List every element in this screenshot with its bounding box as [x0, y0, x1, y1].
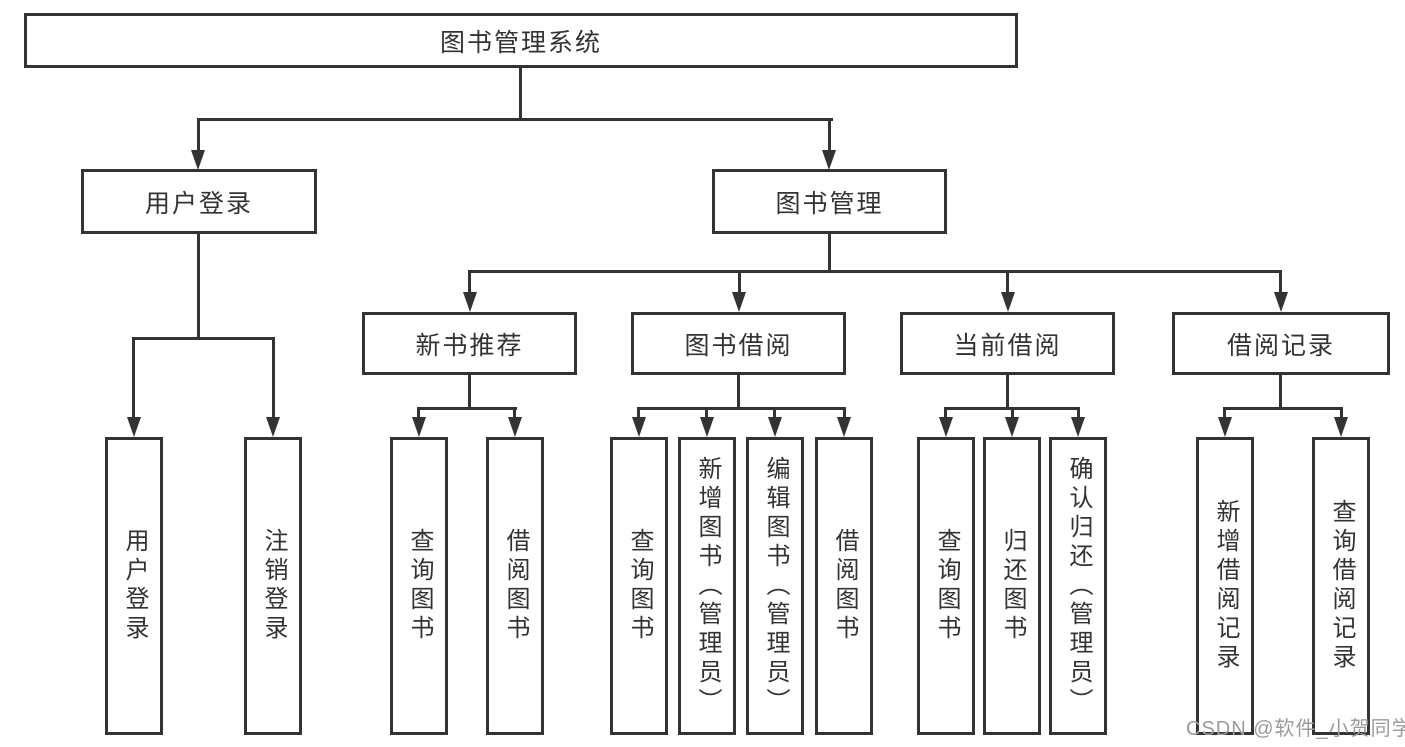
node-current-borrowing: 当前借阅: [900, 312, 1115, 375]
connector-line: [417, 407, 420, 421]
leaf-return-books: 归还图书: [983, 437, 1041, 735]
connector-line: [828, 234, 831, 273]
leaf-label: 确认归还（管理员）: [1065, 455, 1092, 717]
leaf-label: 归还图书: [999, 528, 1026, 644]
connector-line: [1223, 407, 1343, 410]
connector-line: [737, 375, 740, 410]
leaf-user-login: 用户登录: [105, 437, 163, 735]
leaf-label: 借阅图书: [502, 528, 529, 644]
arrow-down-icon: [127, 417, 141, 437]
connector-line: [1006, 270, 1009, 296]
leaf-query-books-borrowing: 查询图书: [610, 437, 668, 735]
connector-line: [519, 66, 522, 120]
node-borrowing-records: 借阅记录: [1172, 312, 1390, 375]
leaf-borrow-books-recommend: 借阅图书: [486, 437, 544, 735]
arrow-down-icon: [822, 150, 836, 170]
connector-line: [1340, 407, 1343, 421]
connector-line: [1279, 270, 1282, 296]
connector-line: [705, 407, 708, 421]
node-book-management: 图书管理: [712, 169, 947, 234]
connector-line: [1077, 407, 1080, 421]
connector-line: [637, 407, 846, 410]
leaf-label: 查询图书: [626, 528, 653, 644]
leaf-add-books-admin: 新增图书（管理员）: [678, 437, 736, 735]
leaf-label: 查询图书: [933, 528, 960, 644]
leaf-label: 用户登录: [121, 528, 148, 644]
arrow-down-icon: [1005, 417, 1019, 437]
leaf-logout: 注销登录: [244, 437, 302, 735]
leaf-label: 编辑图书（管理员）: [762, 455, 789, 717]
arrow-down-icon: [463, 292, 477, 312]
csdn-watermark: CSDN @软件_小贺同学: [1186, 718, 1405, 740]
leaf-label: 查询图书: [406, 528, 433, 644]
leaf-query-books-recommend: 查询图书: [390, 437, 448, 735]
leaf-confirm-return-admin: 确认归还（管理员）: [1049, 437, 1107, 735]
leaf-label: 新增图书（管理员）: [694, 455, 721, 717]
connector-line: [1223, 407, 1226, 421]
arrow-down-icon: [1001, 292, 1015, 312]
leaf-edit-books-admin: 编辑图书（管理员）: [746, 437, 804, 735]
arrow-down-icon: [266, 417, 280, 437]
connector-line: [468, 270, 1282, 273]
node-library-management-system: 图书管理系统: [24, 13, 1018, 68]
connector-line: [197, 234, 200, 340]
leaf-label: 注销登录: [260, 528, 287, 644]
arrow-down-icon: [1274, 292, 1288, 312]
node-user-login: 用户登录: [81, 169, 317, 234]
leaf-query-borrow-record: 查询借阅记录: [1312, 437, 1370, 735]
arrow-down-icon: [1218, 417, 1232, 437]
arrow-down-icon: [412, 417, 426, 437]
connector-line: [944, 407, 947, 421]
arrow-down-icon: [732, 292, 746, 312]
connector-line: [468, 375, 471, 410]
arrow-down-icon: [768, 417, 782, 437]
leaf-query-books-current: 查询图书: [917, 437, 975, 735]
connector-line: [132, 337, 275, 340]
arrow-down-icon: [939, 417, 953, 437]
arrow-down-icon: [1071, 417, 1085, 437]
leaf-label: 查询借阅记录: [1328, 499, 1355, 673]
node-book-borrowing: 图书借阅: [631, 312, 846, 375]
connector-line: [468, 270, 471, 296]
connector-line: [417, 407, 517, 410]
connector-line: [738, 270, 741, 296]
connector-line: [828, 118, 831, 154]
connector-line: [132, 337, 135, 420]
connector-line: [272, 337, 275, 420]
leaf-label: 新增借阅记录: [1212, 499, 1239, 673]
arrow-down-icon: [1334, 417, 1348, 437]
leaf-borrow-books-borrowing: 借阅图书: [815, 437, 873, 735]
connector-line: [1006, 375, 1009, 410]
leaf-label: 借阅图书: [831, 528, 858, 644]
connector-line: [843, 407, 846, 421]
arrow-down-icon: [632, 417, 646, 437]
connector-line: [197, 118, 200, 154]
connector-line: [1279, 375, 1282, 410]
connector-line: [1011, 407, 1014, 421]
connector-line: [197, 118, 833, 121]
arrow-down-icon: [837, 417, 851, 437]
arrow-down-icon: [700, 417, 714, 437]
leaf-add-borrow-record: 新增借阅记录: [1196, 437, 1254, 735]
connector-line: [513, 407, 516, 421]
connector-line: [773, 407, 776, 421]
arrow-down-icon: [191, 150, 205, 170]
arrow-down-icon: [508, 417, 522, 437]
node-new-book-recommend: 新书推荐: [362, 312, 577, 375]
connector-line: [637, 407, 640, 421]
